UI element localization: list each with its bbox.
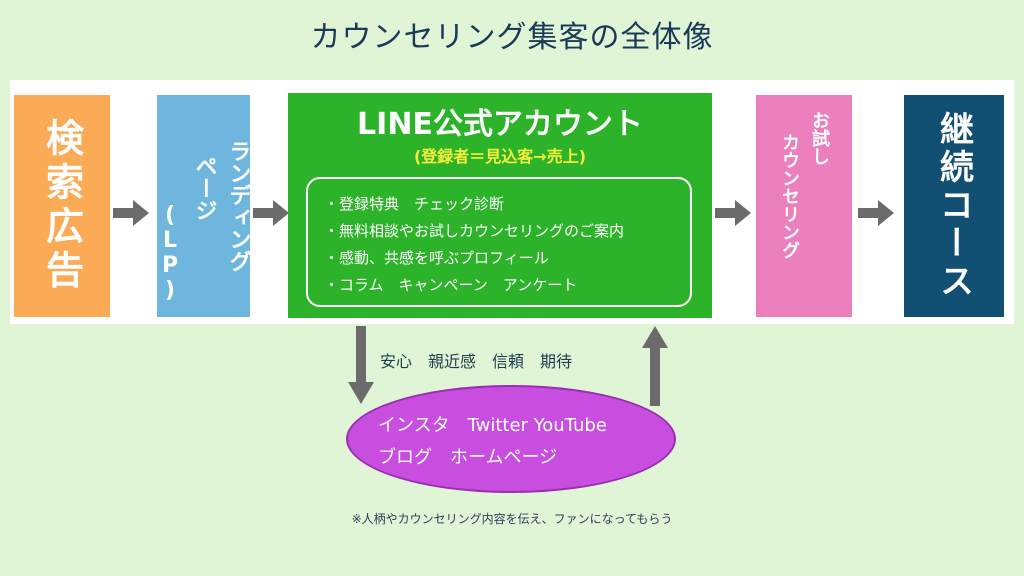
- arrow-right-icon: [715, 200, 751, 226]
- footnote: ※人柄やカウンセリング内容を伝え、ファンになってもらう: [351, 512, 673, 526]
- sns-channels-ellipse: インスタ Twitter YouTube ブログ ホームページ: [346, 385, 676, 493]
- arrow-right-icon: [113, 200, 149, 226]
- feature-item: ・コラム キャンペーン アンケート: [324, 276, 578, 294]
- arrow-right-icon: [858, 200, 894, 226]
- lp-label-line2: ページ: [191, 155, 217, 221]
- lp-label-line3: (LP): [157, 203, 183, 303]
- trial-label-line2: カウンセリング: [779, 133, 800, 259]
- feature-item: ・無料相談やお試しカウンセリングのご案内: [324, 222, 625, 240]
- arrow-right-icon: [253, 200, 289, 226]
- lp-box: ランディング ページ (LP): [157, 95, 251, 317]
- arrow-up-icon: [642, 326, 668, 406]
- trial-counseling-box: お試し カウンセリング: [756, 95, 852, 317]
- sns-line2: ブログ ホームページ: [378, 447, 558, 468]
- feature-item: ・登録特典 チェック診断: [324, 195, 505, 213]
- sns-line1: インスタ Twitter YouTube: [378, 415, 607, 436]
- search-ads-box: 検索広告: [14, 95, 110, 317]
- line-official-feature-list: ・登録特典 チェック診断 ・無料相談やお試しカウンセリングのご案内 ・感動、共感…: [306, 177, 692, 307]
- trial-label-line1: お試し: [809, 111, 830, 165]
- line-official-subtitle: (登録者＝見込客→売上): [413, 147, 587, 166]
- page-title: カウンセリング集客の全体像: [310, 20, 714, 55]
- line-official-box: LINE公式アカウント (登録者＝見込客→売上) ・登録特典 チェック診断 ・無…: [288, 93, 712, 318]
- arrow-down-icon: [348, 326, 374, 404]
- line-official-title: LINE公式アカウント: [357, 107, 643, 142]
- lp-label-line1: ランディング: [225, 140, 251, 272]
- feedback-label: 安心 親近感 信頼 期待: [380, 352, 573, 371]
- feature-item: ・感動、共感を呼ぶプロフィール: [324, 249, 549, 267]
- continuation-course-box: 継続コース: [904, 95, 1004, 317]
